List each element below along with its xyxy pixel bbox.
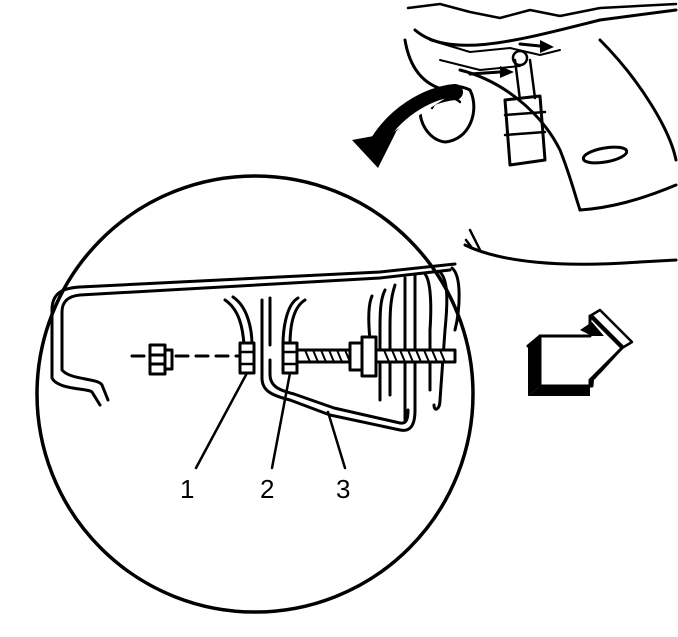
zoom-indicator-arrow-icon (352, 84, 463, 168)
brake-line-clip-1 (238, 341, 256, 375)
leader-line-3 (326, 410, 347, 470)
detail-view-circle (35, 174, 475, 614)
detail-view-contents: 1 2 3 (50, 262, 461, 504)
vehicle-rear-corner-view (403, 2, 678, 266)
brake-line-clip-2 (281, 341, 299, 375)
callout-1-label: 1 (180, 474, 194, 504)
front-direction-arrow-icon (526, 308, 634, 396)
callout-2-label: 2 (260, 474, 274, 504)
leader-line-1 (194, 371, 249, 470)
brake-line-bundle (367, 266, 461, 422)
retaining-nut (148, 343, 174, 376)
leader-line-2 (270, 371, 292, 470)
mounting-stud (295, 335, 457, 378)
callout-3-label: 3 (336, 474, 350, 504)
